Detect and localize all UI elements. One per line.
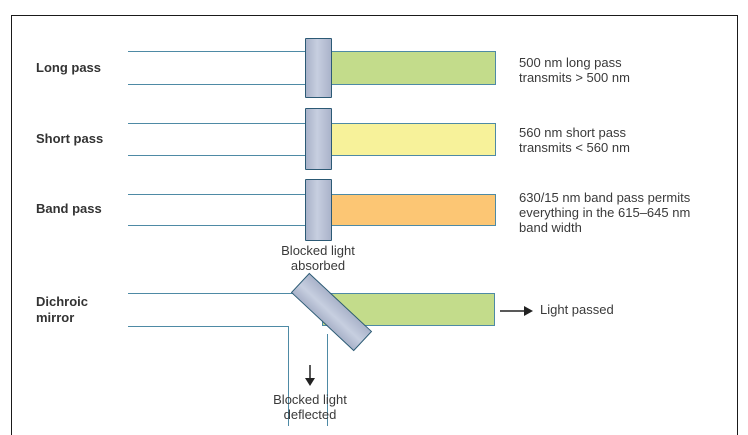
- long-pass-filter: [305, 38, 332, 98]
- short-pass-label: Short pass: [36, 131, 104, 146]
- long-pass-description-line1: 500 nm long pass: [519, 55, 622, 70]
- band-pass-filter: [305, 179, 332, 241]
- band-pass-description-line3: band width: [519, 220, 582, 235]
- short-pass-description-line2: transmits < 560 nm: [519, 140, 630, 155]
- long-pass-description-line2: transmits > 500 nm: [519, 70, 630, 85]
- short-pass-description-line1: 560 nm short pass: [519, 125, 626, 140]
- blocked-deflected-label-line2: deflected: [283, 407, 337, 422]
- band-pass-transmitted-band: [331, 194, 496, 226]
- dichroic-label-line1: Dichroic: [36, 294, 89, 309]
- diagram-frame: [11, 15, 738, 435]
- blocked-deflected-label-line1: Blocked light: [273, 392, 347, 407]
- light-passed-label: Light passed: [540, 302, 614, 317]
- long-pass-incoming-bottom: [128, 84, 307, 85]
- band-pass-description-line1: 630/15 nm band pass permits: [519, 190, 691, 205]
- band-pass-incoming-top: [128, 194, 307, 195]
- long-pass-transmitted-band: [331, 51, 496, 85]
- right-arrow-icon: [500, 306, 533, 316]
- dichroic-deflected-left: [288, 326, 289, 426]
- blocked-absorbed-label-line1: Blocked light: [281, 243, 355, 258]
- band-pass-incoming-bottom: [128, 225, 307, 226]
- band-pass-description-line2: everything in the 615–645 nm: [519, 205, 691, 220]
- short-pass-transmitted-band: [331, 123, 496, 156]
- dichroic-incoming-top: [128, 293, 302, 294]
- short-pass-filter: [305, 108, 332, 170]
- band-pass-label: Band pass: [36, 201, 102, 216]
- short-pass-incoming-top: [128, 123, 307, 124]
- down-arrow-icon: [305, 365, 315, 386]
- long-pass-label: Long pass: [36, 60, 102, 75]
- blocked-absorbed-label-line2: absorbed: [290, 258, 346, 273]
- dichroic-deflected-right: [327, 334, 328, 426]
- dichroic-label-line2: mirror: [36, 310, 75, 325]
- dichroic-incoming-bottom: [128, 326, 289, 327]
- short-pass-incoming-bottom: [128, 155, 307, 156]
- long-pass-incoming-top: [128, 51, 307, 52]
